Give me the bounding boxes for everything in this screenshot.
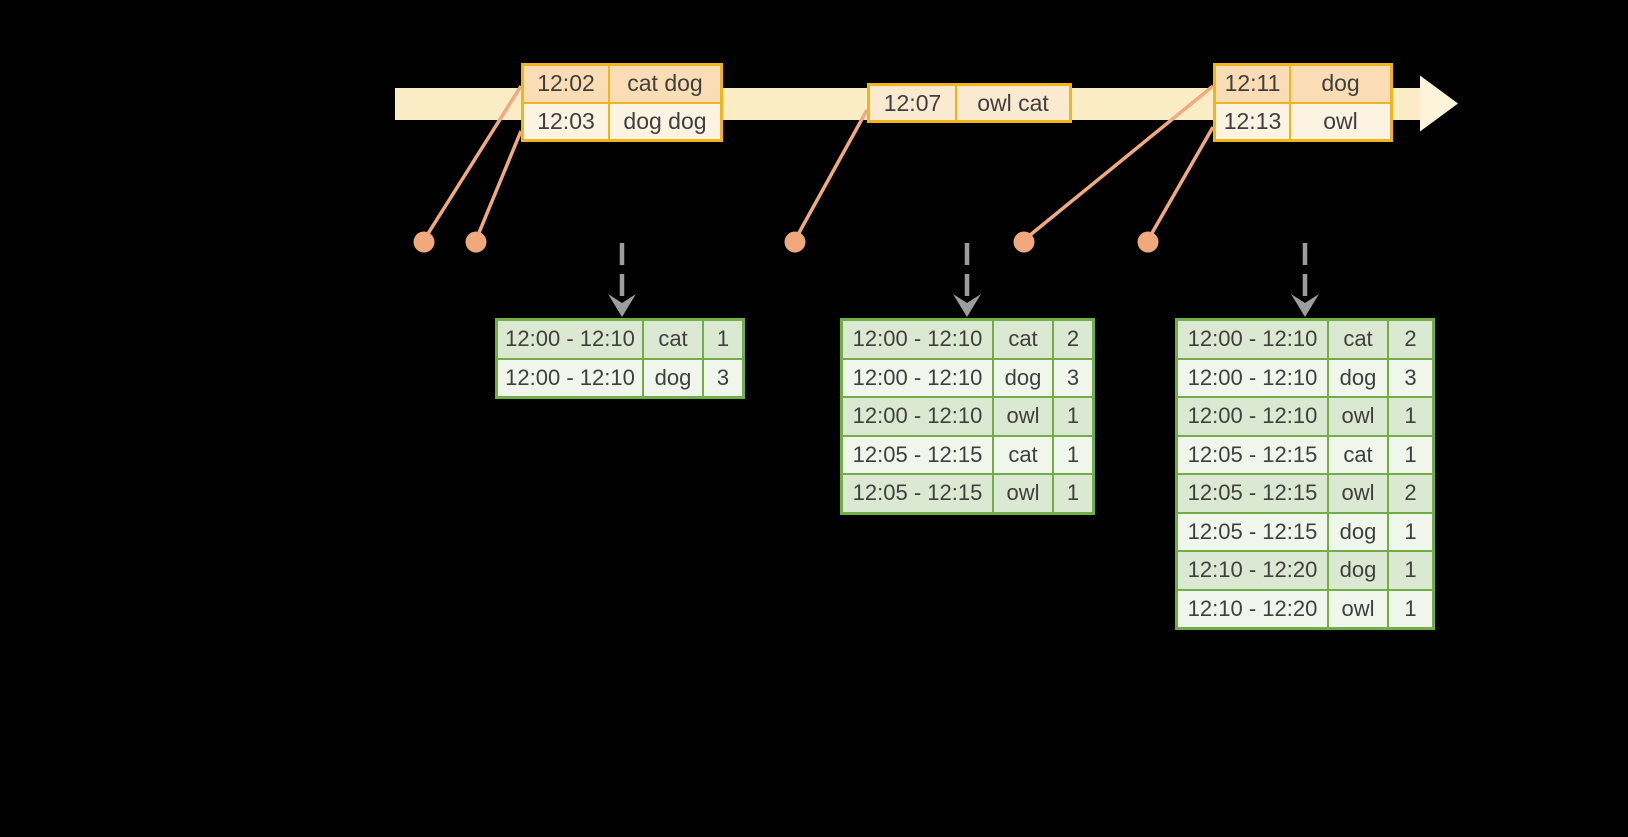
window-cell: 12:05 - 12:15 <box>843 436 992 473</box>
count-cell: 1 <box>1389 590 1432 627</box>
result-table-1: 12:00 - 12:10 cat 1 12:00 - 12:10 dog 3 <box>495 318 745 399</box>
trigger-arrowhead-icon-3 <box>1291 294 1319 317</box>
count-cell: 1 <box>1054 436 1092 473</box>
event-time-cell: 12:11 <box>1216 66 1289 102</box>
event-dot-1211 <box>1013 231 1035 253</box>
event-connector-lines <box>422 84 1215 242</box>
count-cell: 2 <box>1389 475 1432 512</box>
event-time-cell: 12:02 <box>524 66 608 102</box>
connector-line-1213 <box>1146 126 1215 241</box>
event-dot-1213 <box>1137 231 1159 253</box>
count-cell: 3 <box>1054 359 1092 396</box>
count-cell: 1 <box>704 321 742 358</box>
event-table-1: 12:02 cat dog 12:03 dog dog <box>521 63 723 142</box>
window-cell: 12:00 - 12:10 <box>843 359 992 396</box>
count-cell: 1 <box>1054 398 1092 435</box>
window-cell: 12:05 - 12:15 <box>1178 513 1327 550</box>
word-cell: dog <box>1329 513 1387 550</box>
count-cell: 1 <box>1054 475 1092 512</box>
event-time-cell: 12:03 <box>524 103 608 139</box>
event-table-3: 12:11 dog 12:13 owl <box>1213 63 1393 142</box>
event-time-cell: 12:13 <box>1216 103 1289 139</box>
trigger-arrows <box>608 243 1319 317</box>
count-cell: 2 <box>1389 321 1432 358</box>
word-cell: dog <box>1329 359 1387 396</box>
event-table-2: 12:07 owl cat <box>867 83 1072 123</box>
window-cell: 12:10 - 12:20 <box>1178 590 1327 627</box>
result-table-3: 12:00 - 12:10 cat 2 12:00 - 12:10 dog 3 … <box>1175 318 1435 630</box>
window-cell: 12:00 - 12:10 <box>843 398 992 435</box>
window-cell: 12:05 - 12:15 <box>1178 436 1327 473</box>
trigger-arrowhead-icon-1 <box>608 294 636 317</box>
event-words-cell: owl <box>1291 103 1390 139</box>
window-cell: 12:05 - 12:15 <box>1178 475 1327 512</box>
count-cell: 1 <box>1389 398 1432 435</box>
event-words-cell: dog dog <box>610 103 720 139</box>
word-cell: owl <box>1329 398 1387 435</box>
word-cell: dog <box>994 359 1052 396</box>
event-time-cell: 12:07 <box>870 86 955 120</box>
word-cell: owl <box>1329 590 1387 627</box>
event-words-cell: dog <box>1291 66 1390 102</box>
window-cell: 12:00 - 12:10 <box>1178 398 1327 435</box>
word-cell: cat <box>1329 436 1387 473</box>
word-cell: cat <box>994 321 1052 358</box>
result-table-2: 12:00 - 12:10 cat 2 12:00 - 12:10 dog 3 … <box>840 318 1095 515</box>
window-cell: 12:00 - 12:10 <box>1178 321 1327 358</box>
event-dot-1202 <box>413 231 435 253</box>
word-cell: owl <box>1329 475 1387 512</box>
count-cell: 1 <box>1389 436 1432 473</box>
window-cell: 12:00 - 12:10 <box>498 359 642 396</box>
event-words-cell: owl cat <box>957 86 1069 120</box>
window-cell: 12:10 - 12:20 <box>1178 552 1327 589</box>
connector-line-1207 <box>793 109 869 241</box>
connector-line-1202 <box>422 85 523 241</box>
count-cell: 1 <box>1389 552 1432 589</box>
window-cell: 12:00 - 12:10 <box>498 321 642 358</box>
window-cell: 12:00 - 12:10 <box>1178 359 1327 396</box>
word-cell: owl <box>994 398 1052 435</box>
connector-line-1211 <box>1022 84 1215 242</box>
event-dot-1207 <box>784 231 806 253</box>
event-dot-1203 <box>465 231 487 253</box>
event-dots <box>413 231 1159 253</box>
window-cell: 12:05 - 12:15 <box>843 475 992 512</box>
word-cell: owl <box>994 475 1052 512</box>
trigger-arrowhead-icon-2 <box>953 294 981 317</box>
connector-line-1203 <box>474 130 523 241</box>
word-cell: dog <box>1329 552 1387 589</box>
count-cell: 3 <box>1389 359 1432 396</box>
word-cell: cat <box>994 436 1052 473</box>
word-cell: dog <box>644 359 702 396</box>
window-cell: 12:00 - 12:10 <box>843 321 992 358</box>
event-words-cell: cat dog <box>610 66 720 102</box>
count-cell: 2 <box>1054 321 1092 358</box>
count-cell: 1 <box>1389 513 1432 550</box>
word-cell: cat <box>644 321 702 358</box>
word-cell: cat <box>1329 321 1387 358</box>
count-cell: 3 <box>704 359 742 396</box>
timeline-arrowhead-icon <box>1420 75 1458 132</box>
